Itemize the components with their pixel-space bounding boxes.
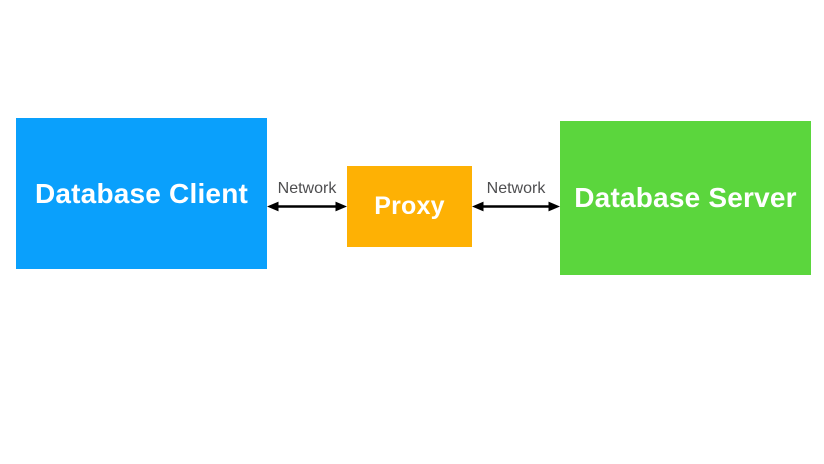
node-database-server-label: Database Server — [574, 182, 797, 213]
node-database-client: Database Client — [16, 118, 267, 269]
link-label-network-left: Network — [277, 180, 337, 197]
double-arrow-icon — [267, 201, 347, 212]
node-database-client-label: Database Client — [34, 177, 249, 209]
node-database-server: Database Server — [560, 121, 811, 275]
link-label-network-right: Network — [486, 180, 546, 197]
node-proxy: Proxy — [347, 166, 472, 247]
node-proxy-label: Proxy — [374, 192, 445, 220]
double-arrow-icon — [472, 201, 560, 212]
